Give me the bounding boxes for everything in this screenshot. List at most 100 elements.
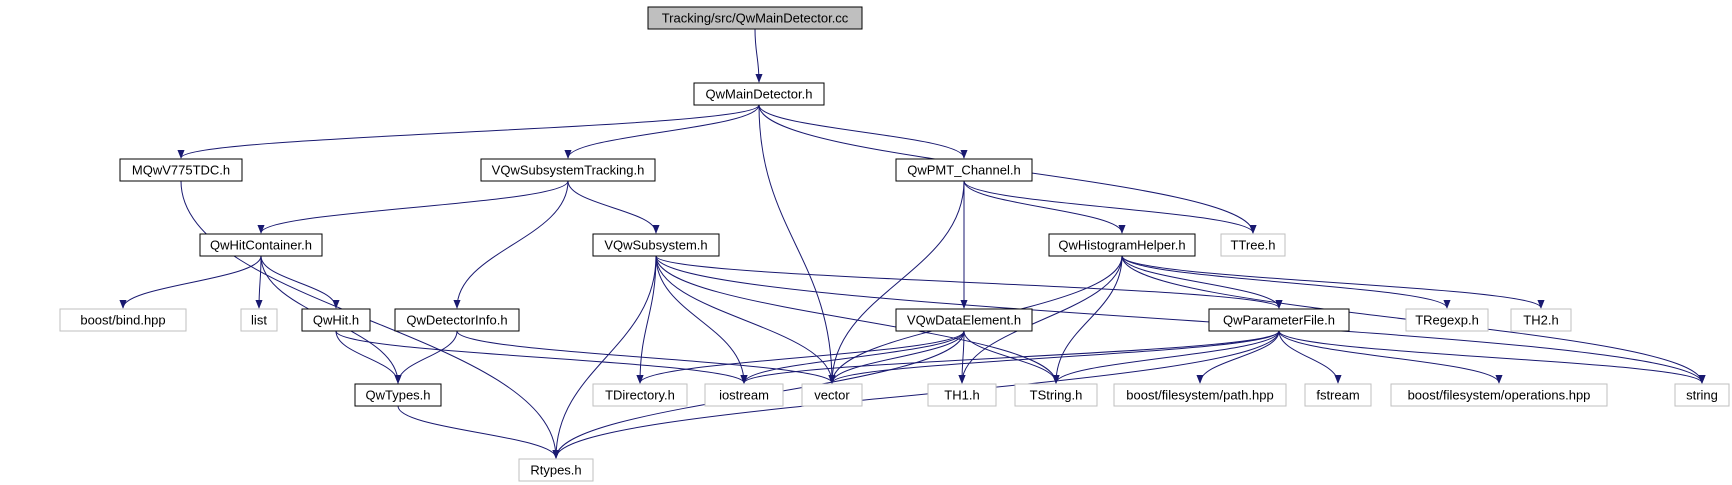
edge-pmt-to-ttree: [963, 180, 1257, 234]
node-hist-box: [1048, 233, 1196, 257]
node-vst-label: VQwSubsystemTracking.h: [492, 163, 645, 178]
node-fstream-label: fstream: [1316, 388, 1359, 403]
node-tstring-label: TString.h: [1030, 388, 1083, 403]
node-iostream-box: [704, 383, 784, 407]
file-nodes: Tracking/src/QwMainDetector.ccQwMainDete…: [59, 6, 1730, 482]
node-param[interactable]: QwParameterFile.h: [1208, 308, 1350, 332]
node-tdir: TDirectory.h: [592, 383, 688, 407]
edge-main-to-mqw: [177, 104, 760, 159]
edge-hist-to-tregexp: [1121, 255, 1451, 309]
edge-param-to-tstring: [1052, 330, 1280, 384]
node-pmt[interactable]: QwPMT_Channel.h: [895, 158, 1033, 182]
node-root-box: [647, 6, 863, 30]
node-vector-label: vector: [814, 388, 850, 403]
edge-qwhit-to-iostream: [335, 330, 748, 384]
node-fspath-label: boost/filesystem/path.hpp: [1126, 388, 1273, 403]
node-param-label: QwParameterFile.h: [1223, 313, 1335, 328]
node-pmt-label: QwPMT_Channel.h: [907, 163, 1020, 178]
node-fsops-label: boost/filesystem/operations.hpp: [1408, 388, 1591, 403]
node-rtypes: Rtypes.h: [518, 458, 594, 482]
node-main-box: [693, 82, 825, 106]
edge-vsub-to-param: [655, 255, 1283, 309]
node-fstream: fstream: [1304, 383, 1372, 407]
node-types[interactable]: QwTypes.h: [354, 383, 442, 407]
node-types-label: QwTypes.h: [365, 388, 430, 403]
edge-hist-to-th2: [1121, 255, 1545, 309]
node-th2-box: [1510, 308, 1572, 332]
node-vde[interactable]: VQwDataElement.h: [895, 308, 1033, 332]
edge-main-to-vst: [564, 104, 760, 159]
node-list-box: [240, 308, 278, 332]
node-qwhit-box: [301, 308, 371, 332]
node-mqw-box: [119, 158, 243, 182]
node-hist[interactable]: QwHistogramHelper.h: [1048, 233, 1196, 257]
edge-param-to-rtypes: [552, 330, 1280, 459]
node-th1-box: [927, 383, 997, 407]
node-root[interactable]: Tracking/src/QwMainDetector.cc: [647, 6, 863, 30]
edge-vst-to-hitc: [257, 180, 569, 234]
node-detinfo-box: [394, 308, 520, 332]
node-tregexp-label: TRegexp.h: [1415, 313, 1479, 328]
node-qwhit[interactable]: QwHit.h: [301, 308, 371, 332]
node-detinfo-label: QwDetectorInfo.h: [406, 313, 507, 328]
node-vst-box: [480, 158, 656, 182]
node-ttree-box: [1220, 233, 1286, 257]
node-hitc-box: [199, 233, 323, 257]
node-list-label: list: [251, 313, 267, 328]
node-tstring: TString.h: [1014, 383, 1098, 407]
edge-hist-to-tstring: [1052, 255, 1123, 384]
edge-vst-to-vsub: [567, 180, 660, 234]
node-tdir-label: TDirectory.h: [605, 388, 675, 403]
node-string: string: [1674, 383, 1730, 407]
node-main[interactable]: QwMainDetector.h: [693, 82, 825, 106]
node-vde-box: [895, 308, 1033, 332]
node-param-box: [1208, 308, 1350, 332]
node-main-label: QwMainDetector.h: [706, 87, 813, 102]
node-th1-label: TH1.h: [944, 388, 979, 403]
edge-vsub-to-vector: [655, 255, 836, 384]
node-detinfo[interactable]: QwDetectorInfo.h: [394, 308, 520, 332]
node-bind-label: boost/bind.hpp: [80, 313, 165, 328]
node-fsops-box: [1390, 383, 1608, 407]
node-vst[interactable]: VQwSubsystemTracking.h: [480, 158, 656, 182]
node-fstream-box: [1304, 383, 1372, 407]
node-bind-box: [59, 308, 187, 332]
edge-main-to-pmt: [758, 104, 968, 159]
edge-param-to-iostream: [740, 330, 1280, 384]
edge-hitc-to-bind: [119, 255, 262, 309]
node-root-label: Tracking/src/QwMainDetector.cc: [662, 11, 849, 26]
edge-param-to-fspath: [1196, 330, 1280, 384]
node-vsub-box: [592, 233, 720, 257]
node-ttree-label: TTree.h: [1230, 238, 1275, 253]
node-tregexp: TRegexp.h: [1405, 308, 1489, 332]
node-th2-label: TH2.h: [1523, 313, 1558, 328]
edge-vsub-to-string: [655, 255, 1706, 384]
edge-hitc-to-qwhit: [260, 255, 340, 309]
node-ttree: TTree.h: [1220, 233, 1286, 257]
node-mqw[interactable]: MQwV775TDC.h: [119, 158, 243, 182]
edge-hitc-to-list: [255, 255, 263, 309]
edge-vsub-to-tstring: [655, 255, 1060, 384]
edge-main-to-vector: [758, 104, 836, 384]
node-string-box: [1674, 383, 1730, 407]
node-vsub-label: VQwSubsystem.h: [604, 238, 707, 253]
node-hitc[interactable]: QwHitContainer.h: [199, 233, 323, 257]
node-string-label: string: [1686, 388, 1718, 403]
node-vsub[interactable]: VQwSubsystem.h: [592, 233, 720, 257]
node-rtypes-label: Rtypes.h: [530, 463, 581, 478]
node-th2: TH2.h: [1510, 308, 1572, 332]
node-tregexp-box: [1405, 308, 1489, 332]
node-fspath: boost/filesystem/path.hpp: [1113, 383, 1287, 407]
node-types-box: [354, 383, 442, 407]
edge-detinfo-to-vector: [456, 330, 836, 384]
edge-param-to-fsops: [1278, 330, 1503, 384]
node-vector-box: [801, 383, 863, 407]
edge-root-to-main: [754, 28, 763, 83]
edge-pmt-to-vector: [828, 180, 965, 384]
node-mqw-label: MQwV775TDC.h: [132, 163, 230, 178]
edge-param-to-string: [1278, 330, 1706, 384]
edge-vsub-to-rtypes: [552, 255, 657, 459]
node-tstring-box: [1014, 383, 1098, 407]
node-bind: boost/bind.hpp: [59, 308, 187, 332]
